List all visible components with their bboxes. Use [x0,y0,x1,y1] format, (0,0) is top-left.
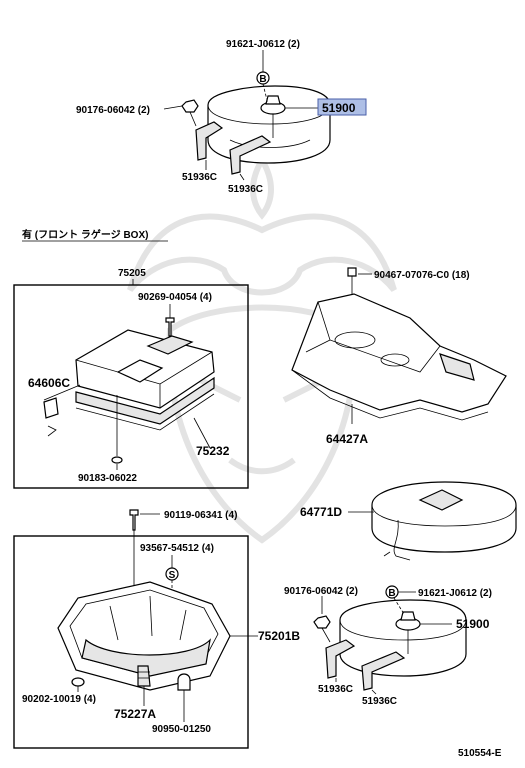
label-91621-bottom: 91621-J0612 (2) [418,588,492,599]
label-90119: 90119-06341 (4) [164,510,237,521]
svg-text:B: B [388,588,395,599]
label-91621-top: 91621-J0612 (2) [226,39,300,50]
part-75227a-spring [137,665,151,687]
label-90950: 90950-01250 [152,724,211,735]
frame-75205 [13,284,249,489]
label-51900-top: 51900 [322,101,356,115]
frame-75201b [13,535,249,749]
part-90202-plug [71,677,85,687]
label-51900-bottom: 51900 [456,617,490,631]
label-75205: 75205 [118,268,146,279]
label-64427a: 64427A [326,432,368,446]
assembly-cover-64771d: 64771D [300,481,517,561]
label-90183: 90183-06022 [78,473,137,484]
svg-text:B: B [259,74,266,85]
part-90950-clip [177,673,191,691]
label-75232: 75232 [196,444,230,458]
label-90467: 90467-07076-C0 (18) [374,270,470,281]
label-90202: 90202-10019 (4) [22,694,96,705]
label-75201b: 75201B [258,629,300,643]
label-51936c-top-1: 51936C [182,172,217,183]
highlight-51900 [317,98,367,116]
bracket-51936c-bottom-2 [361,651,406,691]
part-64606c-clip [43,397,59,419]
reference-number: 510554-E [458,748,502,759]
bracket-51936c-top-2 [229,135,272,175]
label-90176-bottom: 90176-06042 (2) [284,586,358,597]
label-51936c-bottom-1: 51936C [318,684,353,695]
part-64427a-plate [291,293,507,413]
label-64606c: 64606C [28,376,70,390]
assembly-plate-64427a: 90467-07076-C0 (18) 64427A [291,267,507,446]
assembly-box-75201b: S 90119-06341 (4) 93567-54512 (4) 75201B… [13,509,300,749]
part-90183-grommet [111,456,123,464]
part-75232-mat [75,376,215,425]
section-title: 有 (フロント ラゲージ BOX) [22,228,148,241]
assembly-top: B 91621-J0612 (2) 90176-06042 (2) 51900 … [76,39,367,195]
bracket-51936c-bottom-1 [325,639,356,679]
label-90269: 90269-04054 (4) [138,292,212,303]
assembly-bottom-right: B 90176-06042 (2) 91621-J0612 (2) 51900 … [284,585,492,707]
label-51936c-top-2: 51936C [228,184,263,195]
part-64771d-cover [371,481,517,553]
label-51936c-bottom-2: 51936C [362,696,397,707]
label-90176-top: 90176-06042 (2) [76,105,150,116]
label-75227a: 75227A [114,707,156,721]
bracket-51936c-top-1 [195,121,224,161]
bolt-90176-bottom [313,615,331,629]
bolt-90176-top [181,99,199,113]
assembly-box-75205: 75205 90269-04054 (4) 64606C 75232 90183… [13,268,249,489]
label-93567: 93567-54512 (4) [140,543,214,554]
svg-text:S: S [169,570,176,581]
label-64771d: 64771D [300,505,342,519]
